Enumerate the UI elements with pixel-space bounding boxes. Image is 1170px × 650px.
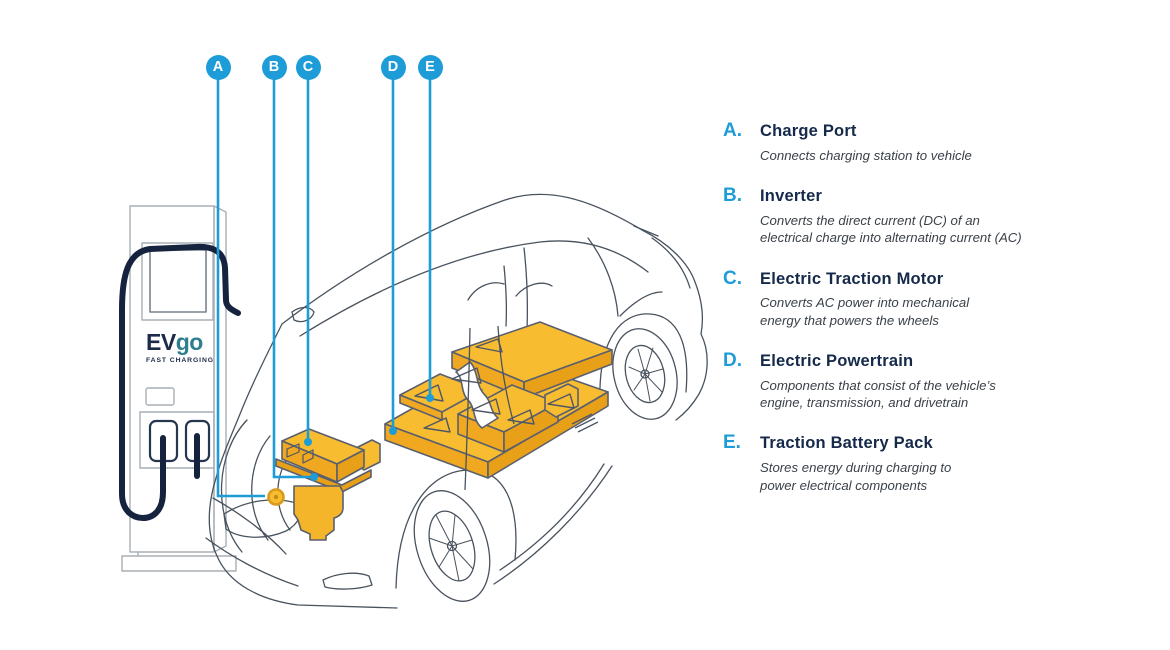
leader-dot-c: [304, 438, 312, 446]
evgo-logo: EVgo FAST CHARGING: [146, 331, 226, 365]
legend-entry-traction-motor: C. Electric Traction Motor Converts AC p…: [723, 267, 1068, 329]
legend-entry-inverter: B. Inverter Converts the direct current …: [723, 185, 1068, 246]
legend-marker: D.: [723, 349, 742, 371]
legend-title: Traction Battery Pack: [760, 434, 933, 453]
station-screen: [141, 242, 214, 321]
leader-lines: [216, 79, 434, 498]
ev-car-illustration: [205, 193, 708, 609]
legend-entry-charge-port: A. Charge Port Connects charging station…: [723, 120, 1068, 164]
legend-description: Components that consist of the vehicle’s…: [760, 377, 996, 411]
callout-badge-e: E: [417, 54, 443, 80]
legend-description: Converts the direct current (DC) of an e…: [760, 212, 1022, 246]
legend-description: Converts AC power into mechanical energy…: [760, 295, 970, 328]
side-mirror: [291, 306, 315, 323]
legend-title: Charge Port: [760, 122, 857, 140]
leader-dot-b: [310, 473, 318, 481]
legend-marker: A.: [723, 120, 742, 141]
charging-station-illustration: [119, 205, 241, 572]
legend-title: Inverter: [760, 187, 823, 206]
fog-light: [322, 572, 373, 590]
front-wheel: [395, 469, 517, 602]
component-legend: A. Charge Port Connects charging station…: [723, 120, 1068, 494]
motor-inverter-highlight: [275, 428, 372, 541]
charging-cable: [119, 243, 241, 521]
charge-port-marker: [267, 488, 285, 506]
leader-line-a: [216, 79, 265, 498]
legend-marker: E.: [723, 432, 741, 454]
callout-badge-d: D: [380, 54, 406, 80]
rear-wheel: [599, 313, 688, 420]
evgo-wordmark: EVgo: [146, 331, 226, 354]
legend-entry-battery-pack: E. Traction Battery Pack Stores energy d…: [723, 433, 1068, 493]
ev-components-highlight: [267, 321, 613, 541]
legend-description: Stores energy during charging to power e…: [760, 460, 952, 493]
leader-line-b: [272, 79, 312, 479]
legend-entry-powertrain: D. Electric Powertrain Components that c…: [723, 349, 1068, 411]
leader-dot-e: [426, 394, 434, 402]
legend-marker: B.: [723, 185, 742, 207]
legend-description: Connects charging station to vehicle: [760, 147, 972, 163]
legend-title: Electric Powertrain: [760, 351, 914, 370]
evgo-go-text: go: [175, 329, 204, 355]
legend-marker: C.: [723, 267, 742, 289]
callout-badge-a: A: [205, 54, 231, 80]
leader-dot-d: [389, 427, 397, 435]
callout-badge-b: B: [261, 54, 287, 80]
diagram-canvas: [119, 79, 708, 609]
legend-title: Electric Traction Motor: [760, 269, 944, 288]
evgo-tagline: FAST CHARGING: [146, 357, 214, 364]
traction-battery-highlight: [355, 321, 613, 479]
evgo-ev-text: EV: [146, 329, 176, 355]
callout-badge-c: C: [295, 54, 321, 80]
